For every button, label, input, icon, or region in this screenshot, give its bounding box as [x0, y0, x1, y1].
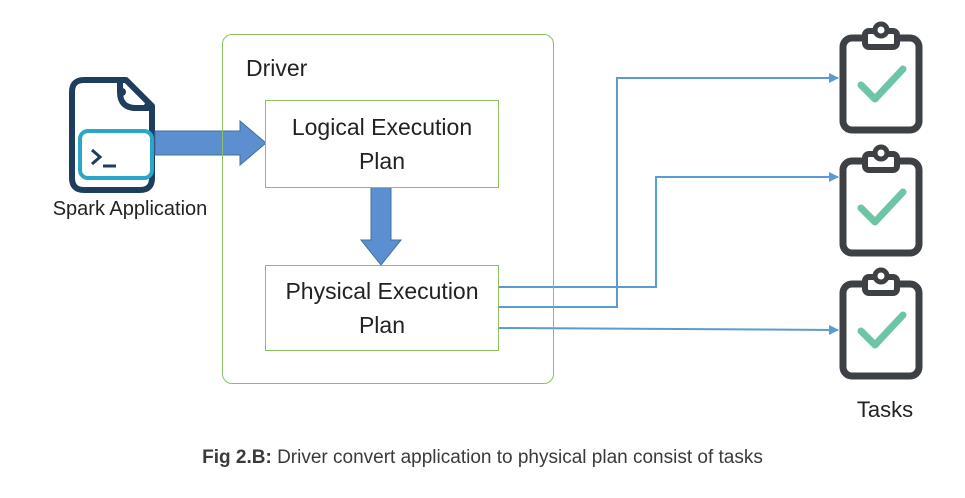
- driver-label: Driver: [246, 55, 308, 81]
- clipboard-check-icon: [839, 144, 923, 257]
- logical-plan-box: Logical Execution Plan: [265, 100, 499, 188]
- spark-application-label: Spark Application: [52, 198, 208, 220]
- driver-container: [222, 34, 554, 384]
- clipboard-check-icon: [839, 267, 923, 380]
- document-terminal-icon: [69, 77, 155, 193]
- caption-prefix: Fig 2.B:: [202, 447, 272, 468]
- tasks-label: Tasks: [856, 397, 914, 422]
- logical-to-physical-arrow: [359, 186, 403, 266]
- physical-plan-box: Physical Execution Plan: [265, 265, 499, 351]
- app-to-logical-arrow: [154, 119, 267, 167]
- logical-plan-label: Logical Execution Plan: [291, 114, 473, 174]
- figure-caption: Fig 2.B: Driver convert application to p…: [0, 446, 965, 470]
- task-line-1: [498, 73, 839, 308]
- task-line-3: [497, 324, 839, 335]
- caption-text: Driver convert application to physical p…: [277, 447, 763, 468]
- physical-plan-label: Physical Execution Plan: [285, 278, 479, 338]
- clipboard-check-icon: [839, 21, 923, 134]
- task-line-2: [498, 172, 839, 288]
